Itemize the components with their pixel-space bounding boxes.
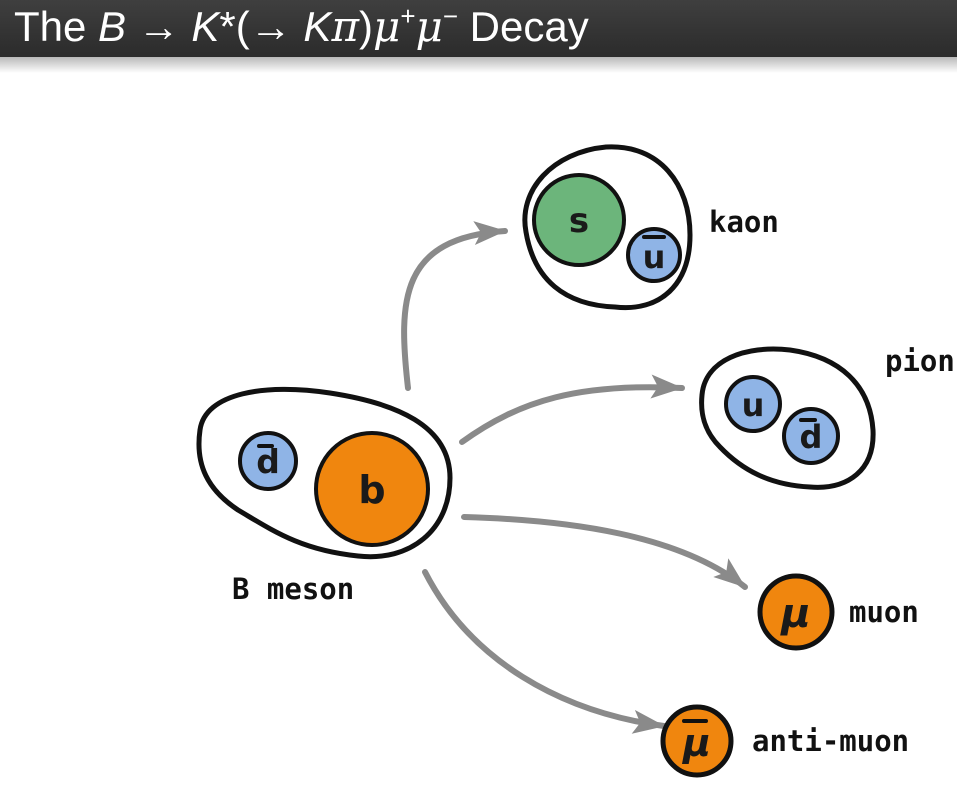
pion-outline: [699, 346, 876, 490]
antiup-quark-kaon: [626, 227, 682, 283]
antiup-quark-kaon-letter: u: [643, 238, 666, 276]
antidown-quark-pion: [782, 407, 840, 465]
muon-symbol: μ: [779, 591, 810, 637]
pion-label: pion: [885, 344, 955, 378]
muon-label: muon: [849, 595, 919, 629]
title-bar: [0, 0, 957, 57]
muon-circle: [757, 573, 835, 651]
arrow-to-muon: [461, 514, 748, 590]
bottom-quark-letter: b: [358, 468, 385, 512]
b-meson: d b: [196, 386, 453, 560]
antidown-quark-pion-letter: d: [800, 418, 823, 456]
title-shadow: [0, 57, 957, 73]
antidown-quark-b: [238, 431, 298, 491]
kaon-label: kaon: [709, 205, 779, 239]
strange-quark-letter: s: [569, 201, 589, 241]
arrow-to-kaon: [401, 221, 508, 391]
strange-quark: [532, 173, 626, 267]
anti-muon-circle: [660, 704, 734, 778]
antidown-quark-b-letter: d: [256, 442, 280, 481]
arrow-to-pion: [459, 374, 685, 445]
kaon: s u: [522, 144, 693, 311]
b-meson-label: B meson: [232, 572, 354, 606]
decay-arrows: [401, 221, 748, 734]
muon: μ: [757, 573, 835, 651]
anti-muon-label: anti-muon: [752, 724, 909, 758]
arrow-to-anti-muon: [422, 569, 667, 734]
page-title: The B → K*(→ Kπ)μ+μ− Decay: [14, 1, 589, 51]
up-quark-pion-letter: u: [742, 386, 765, 424]
anti-muon-symbol: μ: [681, 721, 711, 765]
bottom-quark: [314, 431, 430, 547]
up-quark-pion: [724, 375, 782, 433]
anti-muon: μ: [660, 704, 734, 778]
pion: u d: [699, 346, 876, 490]
